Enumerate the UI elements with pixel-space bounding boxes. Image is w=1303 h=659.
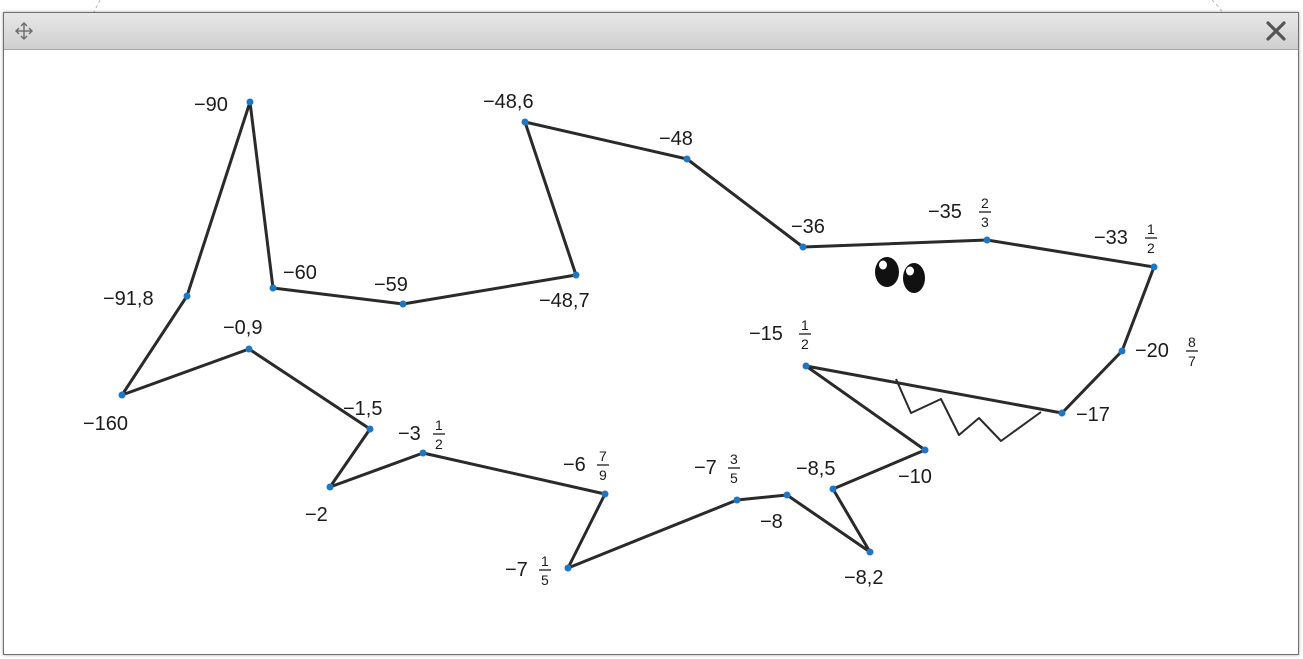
dot — [118, 391, 126, 399]
dot — [246, 98, 254, 106]
move-arrows-icon[interactable] — [13, 20, 35, 42]
label-point: −0,9 — [223, 317, 262, 339]
shark-dot-to-dot-worksheet: −90 −91,8 −160 −0,9 −1,5 −2 −8 −8,2 −8,5… — [4, 50, 1298, 654]
svg-text:3: 3 — [730, 451, 738, 467]
label-point-fraction: −35 2 3 — [928, 195, 991, 230]
svg-text:3: 3 — [981, 214, 989, 230]
label-point: −59 — [374, 274, 408, 296]
dot — [1118, 347, 1126, 355]
puzzle-dots — [118, 98, 1158, 572]
label-point-fraction: −6 7 9 — [563, 448, 609, 483]
svg-text:−35: −35 — [928, 201, 962, 223]
svg-text:9: 9 — [599, 467, 607, 483]
label-point: −160 — [83, 413, 128, 435]
dot — [921, 446, 929, 454]
shark-eyes — [875, 257, 925, 293]
label-point: −17 — [1076, 404, 1110, 426]
dot — [521, 118, 529, 126]
svg-text:2: 2 — [435, 436, 443, 452]
label-point: −2 — [305, 504, 328, 526]
svg-text:5: 5 — [730, 470, 738, 486]
shark-outline — [120, 100, 1156, 570]
label-point: −91,8 — [103, 288, 154, 310]
dot — [983, 236, 991, 244]
svg-text:1: 1 — [1147, 221, 1155, 237]
dot — [601, 490, 609, 498]
close-button[interactable] — [1264, 19, 1288, 43]
label-point: −8,5 — [796, 458, 835, 480]
label-point: −8 — [760, 511, 783, 533]
label-point-fraction: −7 3 5 — [694, 451, 740, 486]
dot — [399, 300, 407, 308]
svg-text:−7: −7 — [505, 559, 528, 581]
shark-teeth — [895, 378, 1042, 442]
dot — [366, 425, 374, 433]
dot — [419, 449, 427, 457]
svg-text:−3: −3 — [398, 423, 421, 445]
dot — [269, 284, 277, 292]
dot — [802, 362, 810, 370]
dot — [799, 243, 807, 251]
svg-text:5: 5 — [541, 572, 549, 588]
label-point-fraction: −3 1 2 — [398, 417, 445, 452]
label-point: −10 — [898, 466, 932, 488]
label-point: −1,5 — [343, 398, 382, 420]
dot — [733, 496, 741, 504]
svg-text:8: 8 — [1188, 334, 1196, 350]
label-point: −48,6 — [483, 91, 534, 113]
label-point: −90 — [194, 94, 228, 116]
worksheet-window: −90 −91,8 −160 −0,9 −1,5 −2 −8 −8,2 −8,5… — [3, 12, 1299, 655]
outline-path-upper — [120, 100, 1156, 570]
svg-text:1: 1 — [801, 317, 809, 333]
dot — [829, 485, 837, 493]
dot — [326, 483, 334, 491]
svg-text:−20: −20 — [1135, 340, 1169, 362]
label-point-fraction: −20 8 7 — [1135, 334, 1198, 369]
dot — [564, 564, 572, 572]
label-point-fraction: −15 1 2 — [749, 317, 811, 352]
dot — [783, 491, 791, 499]
point-labels: −90 −91,8 −160 −0,9 −1,5 −2 −8 −8,2 −8,5… — [83, 91, 1110, 589]
dot — [183, 292, 191, 300]
close-x-icon — [1266, 21, 1286, 41]
svg-text:−33: −33 — [1094, 227, 1128, 249]
svg-text:2: 2 — [981, 195, 989, 211]
label-point: −8,2 — [844, 567, 883, 589]
dot — [572, 271, 580, 279]
window-titlebar[interactable] — [4, 13, 1298, 50]
svg-text:−6: −6 — [563, 454, 586, 476]
label-point: −36 — [791, 216, 825, 238]
fraction-labels: −3 1 2 −6 7 9 −7 1 5 −7 3 — [398, 195, 1198, 588]
svg-text:−7: −7 — [694, 457, 717, 479]
svg-text:−15: −15 — [749, 323, 783, 345]
svg-text:2: 2 — [801, 336, 809, 352]
dot — [683, 155, 691, 163]
svg-text:1: 1 — [435, 417, 443, 433]
label-point: −48 — [659, 128, 693, 150]
label-point: −60 — [283, 262, 317, 284]
label-point-fraction: −33 1 2 — [1094, 221, 1157, 256]
label-point-fraction: −7 1 5 — [505, 553, 551, 588]
dot — [866, 548, 874, 556]
svg-text:1: 1 — [541, 553, 549, 569]
svg-text:2: 2 — [1147, 240, 1155, 256]
dot — [1150, 263, 1158, 271]
svg-text:7: 7 — [599, 448, 607, 464]
dot — [1058, 409, 1066, 417]
dot — [245, 345, 253, 353]
label-point: −48,7 — [539, 290, 590, 312]
svg-text:7: 7 — [1188, 353, 1196, 369]
